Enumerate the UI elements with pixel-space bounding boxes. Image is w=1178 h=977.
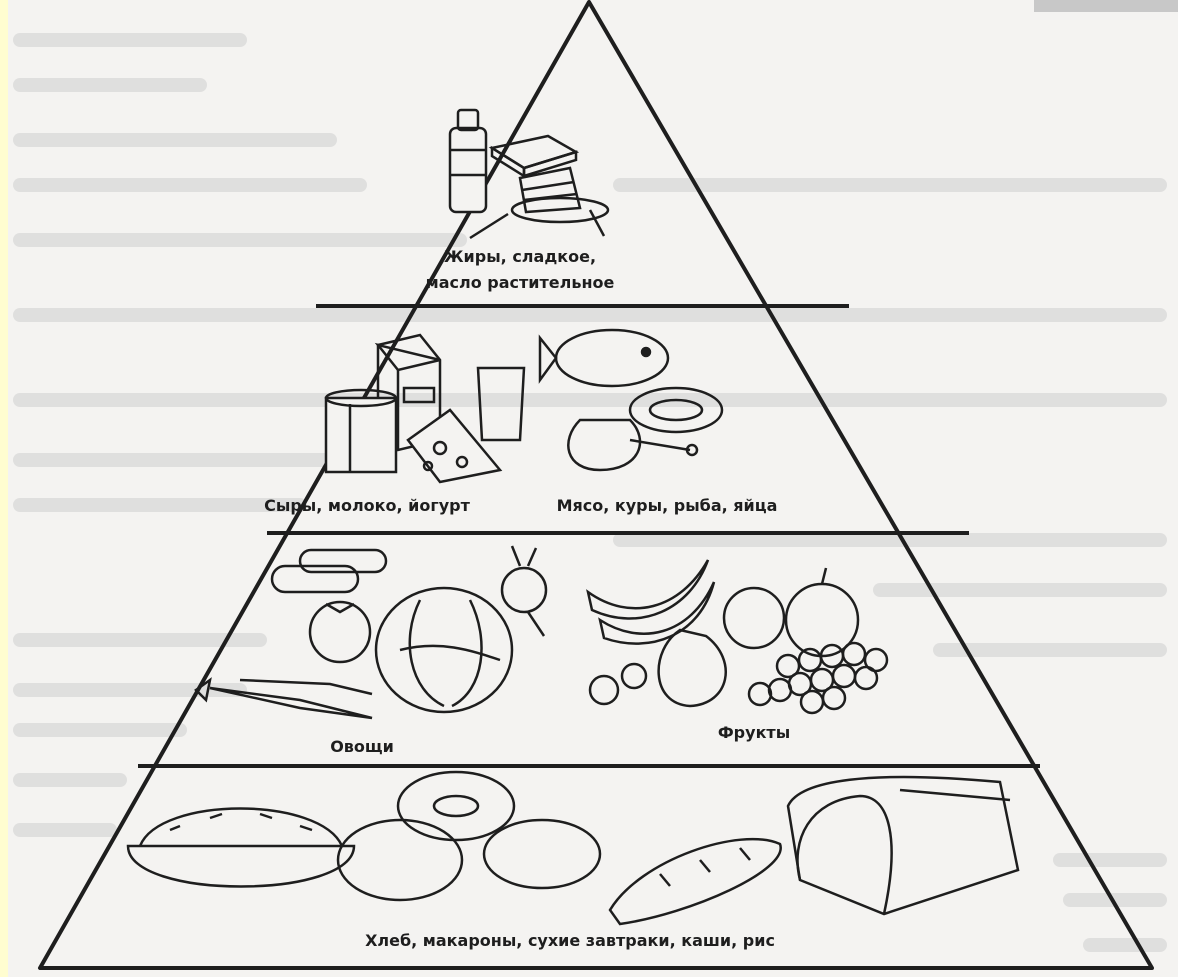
- bread-loaf-icon: [788, 777, 1018, 914]
- tier1-icons: [450, 110, 608, 238]
- cabbage-icon: [376, 588, 512, 712]
- tier2-left-label: Сыры, молоко, йогурт: [264, 496, 471, 515]
- baguette-icon: [610, 839, 781, 924]
- cucumber-icon: [272, 550, 386, 592]
- tier4-icons: [128, 772, 1018, 924]
- tier3-icons: [196, 546, 887, 718]
- bagel-icon: [398, 772, 514, 840]
- beet-icon: [502, 546, 546, 636]
- tier4-label: Хлеб, макароны, сухие завтраки, каши, ри…: [365, 931, 775, 950]
- chicken-leg-icon: [568, 420, 697, 470]
- tier3-left-label: Овощи: [330, 737, 394, 756]
- cheese-icon: [408, 410, 500, 482]
- tier1-label-line2: масло растительное: [426, 273, 615, 292]
- yogurt-icon: [326, 390, 396, 472]
- rice-bowl-icon: [128, 809, 354, 887]
- bun-icon: [338, 820, 600, 900]
- tomato-icon: [310, 602, 370, 662]
- tier3-right-label: Фрукты: [718, 723, 790, 742]
- grapes-icon: [749, 643, 887, 713]
- banana-icon: [588, 560, 714, 644]
- tier1-label-line1: Жиры, сладкое,: [444, 247, 596, 266]
- oil-bottle-icon: [450, 110, 486, 212]
- apple-icon: [724, 568, 858, 656]
- tier2-right-label: Мясо, куры, рыба, яйца: [557, 496, 778, 515]
- fish-icon: [540, 330, 668, 386]
